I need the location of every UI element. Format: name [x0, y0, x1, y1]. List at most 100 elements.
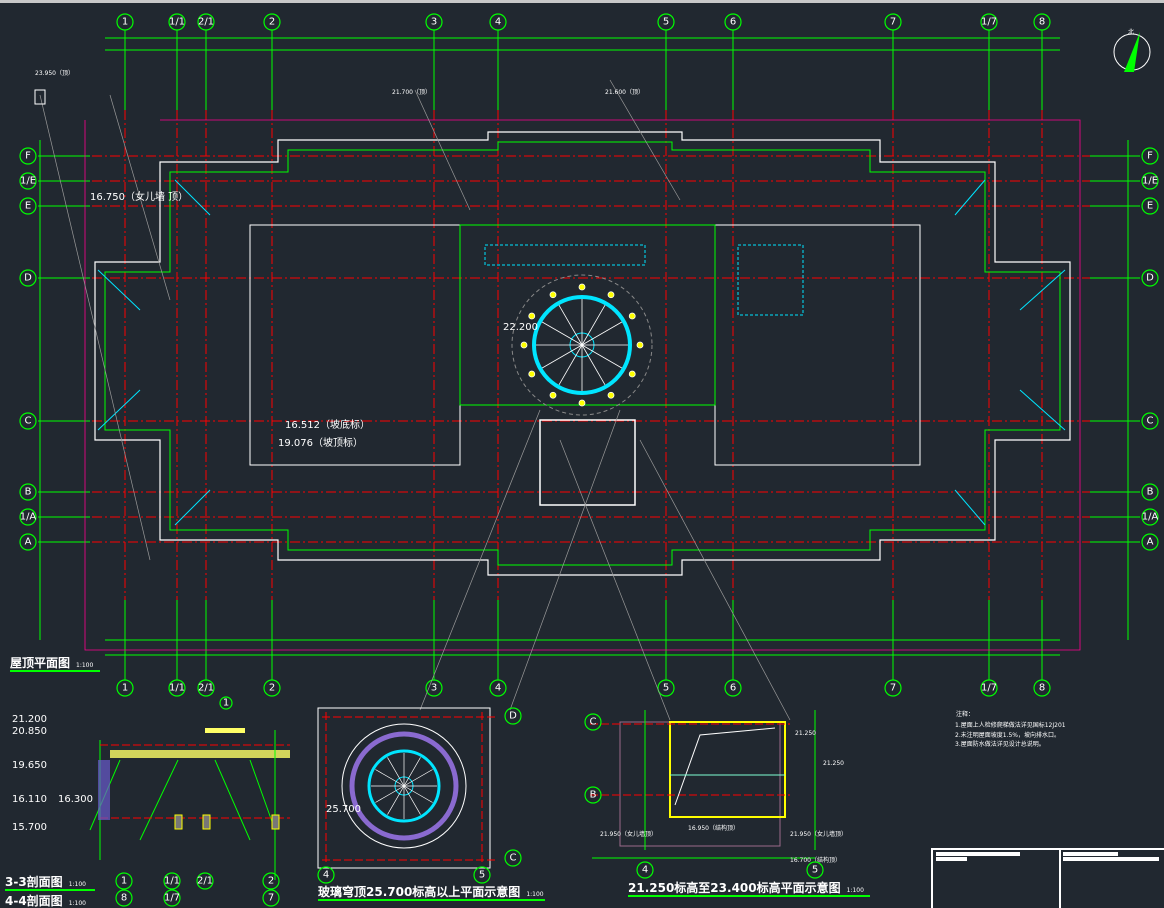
svg-text:7: 7	[268, 893, 274, 904]
svg-text:1: 1	[122, 17, 128, 28]
level-axis-5: 5	[806, 861, 824, 879]
svg-text:1/7: 1/7	[981, 17, 997, 28]
svg-text:8: 8	[1039, 17, 1045, 28]
svg-text:F: F	[1147, 151, 1153, 162]
axis-bubble-row-1-A: 1/A	[19, 508, 37, 526]
north-arrow: 北	[1113, 28, 1151, 72]
level-elevation: 21.950（女儿墙顶）	[790, 830, 847, 838]
notes-heading: 注释：	[956, 710, 974, 718]
svg-text:2: 2	[269, 683, 275, 694]
svg-text:4: 4	[642, 865, 648, 876]
svg-text:4: 4	[495, 17, 501, 28]
section-axis-bottom-7: 7	[262, 889, 280, 907]
section-axis-2-1: 2/1	[196, 872, 214, 890]
section-elevation: 15.700	[12, 822, 47, 833]
level-elevation: 16.700（结构顶）	[790, 856, 841, 864]
section-elevation: 16.300	[58, 794, 93, 805]
axis-bubble-bottom-1-7: 1/7	[980, 679, 998, 697]
axis-bubble-1-1: 1/1	[168, 13, 186, 31]
svg-text:1: 1	[121, 876, 127, 887]
svg-text:8: 8	[1039, 683, 1045, 694]
section-drawing	[89, 728, 290, 880]
section-3-3-title: 3-3剖面图	[5, 874, 63, 889]
axis-bubble-row-F: F	[19, 147, 37, 165]
svg-text:1/1: 1/1	[169, 17, 185, 28]
svg-text:2/1: 2/1	[198, 683, 214, 694]
svg-text:3: 3	[431, 17, 437, 28]
slope-bottom-elevation: 16.512（坡底标）	[285, 418, 370, 431]
dome-elevation: 22.200	[503, 322, 538, 333]
axis-bubble-3: 3	[425, 13, 443, 31]
svg-text:E: E	[25, 201, 31, 212]
title-block	[931, 848, 1164, 908]
svg-text:B: B	[25, 487, 32, 498]
axis-bubble-2-1: 2/1	[197, 13, 215, 31]
slope-top-elevation: 19.076（坡顶标）	[278, 436, 363, 449]
dome-plan-title: 玻璃穹顶25.700标高以上平面示意图	[318, 884, 520, 899]
axis-bubble-6: 6	[724, 13, 742, 31]
svg-text:8: 8	[121, 893, 127, 904]
svg-text:A: A	[25, 537, 32, 548]
axis-bubble-row-C: C	[19, 412, 37, 430]
svg-text:C: C	[590, 717, 597, 728]
svg-text:2: 2	[269, 17, 275, 28]
level-axis-4: 4	[636, 861, 654, 879]
level-plan-title: 21.250标高至23.400标高平面示意图	[628, 880, 841, 895]
axis-bubble-row-right-E: E	[1141, 197, 1159, 215]
section-axis-1: 1	[115, 872, 133, 890]
svg-text:C: C	[510, 853, 517, 864]
svg-text:1/E: 1/E	[20, 176, 36, 187]
svg-text:D: D	[509, 711, 517, 722]
top-right-elevation: 21.600（顶）	[605, 89, 644, 96]
level-plan-scale: 1:100	[847, 887, 864, 894]
axis-bubble-8: 8	[1033, 13, 1051, 31]
svg-text:7: 7	[890, 17, 896, 28]
axis-bubble-bottom-5: 5	[657, 679, 675, 697]
axis-bubble-bottom-8: 8	[1033, 679, 1051, 697]
svg-text:7: 7	[890, 683, 896, 694]
svg-text:4: 4	[323, 870, 329, 881]
level-axis-B: B	[584, 786, 602, 804]
axis-bubble-row-A: A	[19, 533, 37, 551]
axis-bubble-bottom-1: 1	[116, 679, 134, 697]
svg-text:2: 2	[268, 876, 274, 887]
svg-text:E: E	[1147, 201, 1153, 212]
svg-text:4: 4	[495, 683, 501, 694]
level-plan-title-line: 21.250标高至23.400标高平面示意图 1:100	[628, 880, 864, 895]
svg-text:1/7: 1/7	[981, 683, 997, 694]
note-1: 1.屋面上人检修爬梯做法详见国标12J201	[955, 721, 1066, 729]
axis-bubble-1: 1	[116, 13, 134, 31]
axis-bubble-row-right-F: F	[1141, 147, 1159, 165]
svg-text:3: 3	[431, 683, 437, 694]
section-axis-2: 2	[262, 872, 280, 890]
axis-bubble-bottom-3: 3	[425, 679, 443, 697]
svg-text:北: 北	[1128, 28, 1134, 36]
axis-bubble-bottom-2-1: 2/1	[197, 679, 215, 697]
svg-text:1/7: 1/7	[164, 893, 180, 904]
note-2: 2.未注明屋面坡度1.5%，坡向排水口。	[955, 731, 1060, 739]
section-elevation: 19.650	[12, 760, 47, 771]
level-elevation: 21.950（女儿墙顶）	[600, 830, 657, 838]
note-3: 3.屋面防水做法详见设计总说明。	[955, 740, 1045, 748]
svg-text:C: C	[25, 416, 32, 427]
level-plan-drawing	[590, 710, 816, 859]
svg-text:1/1: 1/1	[164, 876, 180, 887]
top-mid-elevation: 21.700（顶）	[392, 89, 431, 96]
axis-bubble-row-right-C: C	[1141, 412, 1159, 430]
level-axis-C: C	[584, 713, 602, 731]
svg-text:F: F	[25, 151, 31, 162]
section-axis-bottom-8: 8	[115, 889, 133, 907]
svg-text:2/1: 2/1	[198, 17, 214, 28]
axis-bubble-5: 5	[657, 13, 675, 31]
section-4-4-scale: 1:100	[69, 900, 86, 907]
svg-text:1: 1	[122, 683, 128, 694]
axis-bubble-bottom-1-1: 1/1	[168, 679, 186, 697]
dome-plan-elevation: 25.700	[326, 804, 361, 815]
axis-bubble-bottom-2: 2	[263, 679, 281, 697]
axis-bubble-row-1-E: 1/E	[19, 172, 37, 190]
axis-bubble-7: 7	[884, 13, 902, 31]
svg-text:B: B	[1147, 487, 1154, 498]
